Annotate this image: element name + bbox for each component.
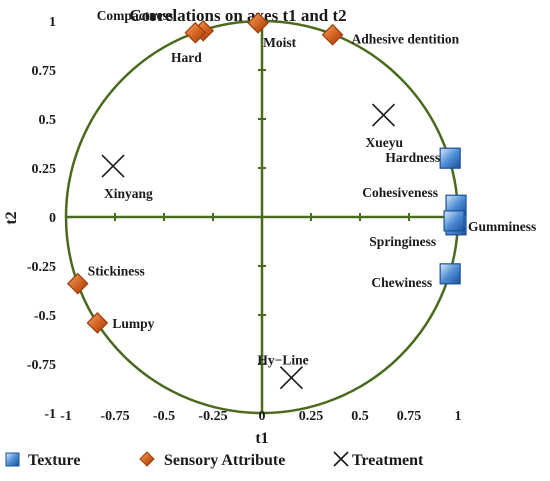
legend-item-sensory: Sensory Attribute: [139, 451, 285, 469]
y-tick-label: -0.75: [27, 358, 56, 373]
legend-treatment-label: Treatment: [352, 452, 424, 469]
point-label-stickiness: Stickiness: [88, 264, 145, 279]
x-axis-title: t1: [255, 430, 268, 447]
legend-item-texture: Texture: [5, 452, 80, 469]
sensory-point-stickiness: [66, 272, 89, 295]
legend-sensory-marker: [139, 451, 155, 467]
sensory-point-hard: [184, 21, 207, 44]
texture-point-springiness: [443, 210, 465, 232]
point-label-moist: Moist: [263, 35, 296, 50]
legend-treatment-marker: [333, 451, 349, 467]
point-label-compactness: Compactness: [97, 8, 174, 23]
x-tick-label: 0.25: [299, 409, 324, 424]
y-tick-label: 0.75: [32, 64, 57, 79]
y-axis-title: t2: [3, 211, 20, 224]
point-label-hardness: Hardness: [385, 150, 440, 165]
treatment-point-xinyang: [101, 154, 125, 178]
point-label-gumminess: Gumminess: [468, 219, 536, 234]
point-label-hy-line: Hy−Line: [257, 353, 308, 368]
point-label-springiness: Springiness: [369, 234, 436, 249]
y-tick-label: -0.5: [34, 309, 56, 324]
y-tick-label: -1: [44, 407, 56, 422]
y-tick-labels: 1 0.75 0.5 0.25 0 -0.25 -0.5 -0.75 -1: [27, 15, 56, 422]
sensory-point-adhesive-dentition: [321, 23, 344, 46]
y-tick-label: 0: [49, 211, 56, 226]
x-tick-label: 0: [259, 409, 266, 424]
point-label-hard: Hard: [171, 50, 202, 65]
legend: Texture Sensory Attribute Treatment: [5, 451, 424, 469]
x-tick-label: -1: [60, 409, 72, 424]
x-tick-labels: -1 -0.75 -0.5 -0.25 0 0.25 0.5 0.75 1: [60, 409, 461, 424]
legend-texture-label: Texture: [28, 452, 80, 469]
legend-item-treatment: Treatment: [333, 451, 424, 469]
legend-sensory-label: Sensory Attribute: [164, 452, 285, 469]
legend-texture-marker: [5, 452, 20, 467]
point-label-chewiness: Chewiness: [371, 275, 432, 290]
point-label-lumpy: Lumpy: [112, 316, 154, 331]
sensory-point-moist: [247, 12, 269, 34]
sensory-point-lumpy: [86, 311, 109, 334]
point-label-adhesive-dentition: Adhesive dentition: [352, 32, 460, 47]
y-tick-label: 0.5: [39, 113, 57, 128]
texture-point-chewiness: [439, 263, 461, 285]
point-label-xueyu: Xueyu: [366, 135, 404, 150]
x-tick-label: -0.5: [153, 409, 175, 424]
texture-point-hardness: [439, 147, 461, 169]
point-labels: HardnessCohesivenessGumminessSpringiness…: [88, 8, 537, 368]
data-points: [66, 12, 467, 390]
x-tick-label: 1: [455, 409, 462, 424]
x-tick-label: -0.25: [198, 409, 227, 424]
point-label-cohesiveness: Cohesiveness: [362, 185, 438, 200]
x-tick-label: -0.75: [100, 409, 129, 424]
x-tick-label: 0.75: [397, 409, 422, 424]
treatment-point-xueyu: [371, 103, 396, 127]
y-tick-label: -0.25: [27, 260, 56, 275]
x-tick-label: 0.5: [351, 409, 369, 424]
y-tick-label: 1: [49, 15, 56, 30]
y-tick-label: 0.25: [32, 162, 57, 177]
treatment-point-hy-line: [279, 366, 303, 390]
point-label-xinyang: Xinyang: [104, 186, 153, 201]
chart-title: Correlations on axes t1 and t2: [129, 6, 346, 25]
